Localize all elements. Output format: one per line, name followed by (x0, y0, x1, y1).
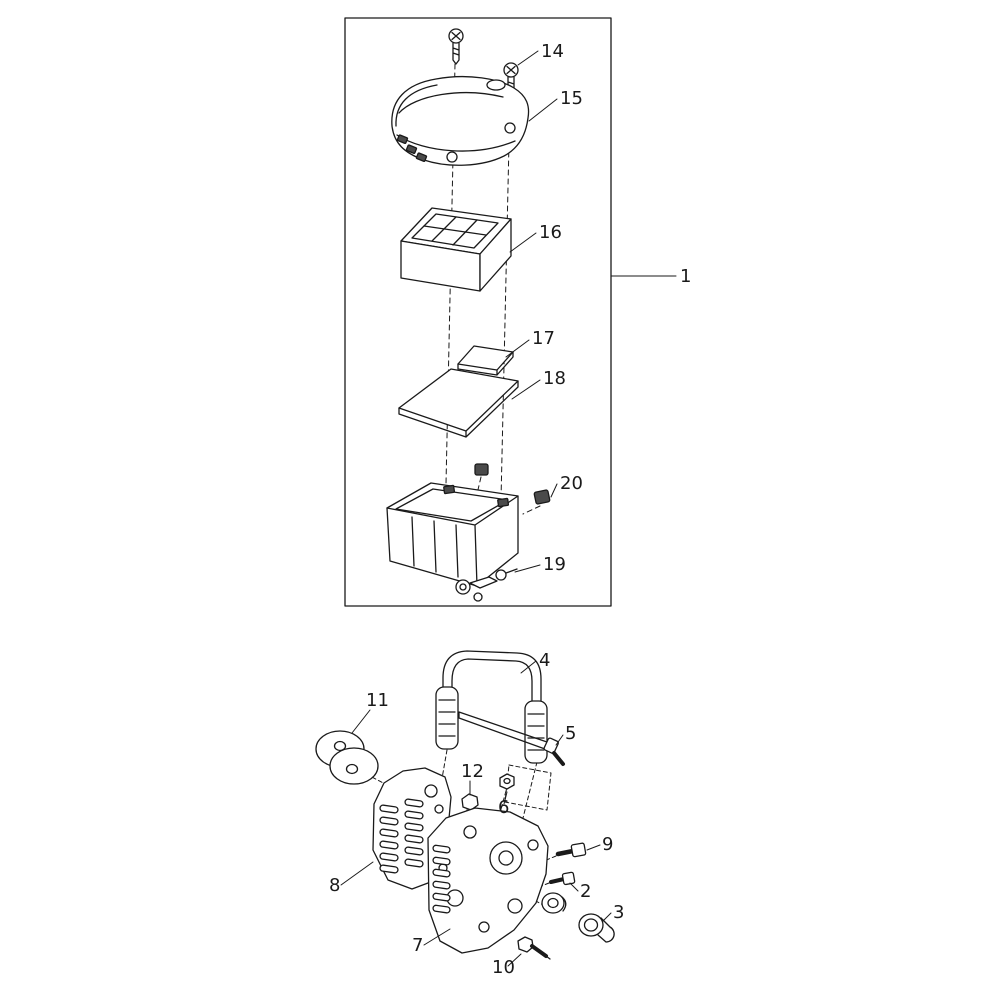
upper-leader-lines (505, 50, 677, 573)
part-screws-14 (448, 28, 519, 98)
leader-line-16 (509, 232, 537, 253)
lower-leader-lines (340, 660, 612, 967)
leader-line-10 (507, 953, 522, 967)
leader-line-3 (602, 912, 612, 922)
part-filter-element (400, 207, 512, 292)
part-air-cleaner-cover (391, 75, 530, 166)
callout-20: 20 (560, 473, 583, 494)
handle-grips (435, 686, 548, 764)
part-bracket-front (427, 807, 549, 954)
part-filter-sheet (398, 368, 519, 438)
leader-line-17 (505, 339, 530, 358)
part-grommets-20 (474, 463, 551, 505)
callout-9: 9 (602, 834, 613, 855)
leader-line-8 (340, 861, 374, 886)
part-mount-rod (458, 711, 548, 750)
leader-line-15 (528, 98, 558, 122)
leader-line-18 (511, 379, 541, 400)
callout-3: 3 (613, 902, 624, 923)
callout-10: 10 (492, 957, 515, 978)
part-screw-2 (549, 871, 576, 886)
leader-line-9 (586, 844, 601, 851)
part-buffers-3 (541, 892, 615, 943)
leader-line-7 (423, 928, 451, 946)
callout-15: 15 (560, 88, 583, 109)
leader-line-14 (517, 50, 539, 66)
leader-line-5 (555, 734, 564, 746)
callout-12: 12 (461, 761, 484, 782)
callout-19: 19 (543, 554, 566, 575)
callout-1: 1 (680, 266, 691, 287)
callout-11: 11 (366, 690, 389, 711)
leader-line-6 (503, 791, 508, 805)
lower-assembly: 4 11 5 12 6 8 7 9 2 3 10 (315, 650, 624, 978)
callout-2: 2 (580, 881, 591, 902)
upper-assembly: 1 14 15 16 17 18 20 19 (344, 17, 691, 607)
part-bolt-5 (543, 737, 565, 766)
part-filter-housing (386, 482, 519, 602)
callout-17: 17 (532, 328, 555, 349)
part-prefilter-pad (457, 345, 514, 376)
callout-5: 5 (565, 723, 576, 744)
leader-line-4 (520, 660, 537, 674)
part-clamp-block (315, 730, 379, 785)
callout-6: 6 (498, 797, 509, 818)
callout-7: 7 (412, 935, 423, 956)
leader-line-19 (514, 564, 541, 573)
leader-line-20 (550, 483, 558, 498)
leader-line-11 (351, 709, 371, 734)
hidden-mount-plate (504, 764, 552, 811)
callout-14: 14 (541, 41, 564, 62)
callout-18: 18 (543, 368, 566, 389)
part-screw-10 (517, 936, 551, 960)
callout-8: 8 (329, 875, 340, 896)
part-screw-9 (555, 842, 587, 858)
part-nut-6 (499, 773, 515, 790)
callout-4: 4 (539, 650, 550, 671)
callout-16: 16 (539, 222, 562, 243)
assembly-frame-box (344, 17, 612, 607)
leader-line-2 (569, 882, 579, 892)
